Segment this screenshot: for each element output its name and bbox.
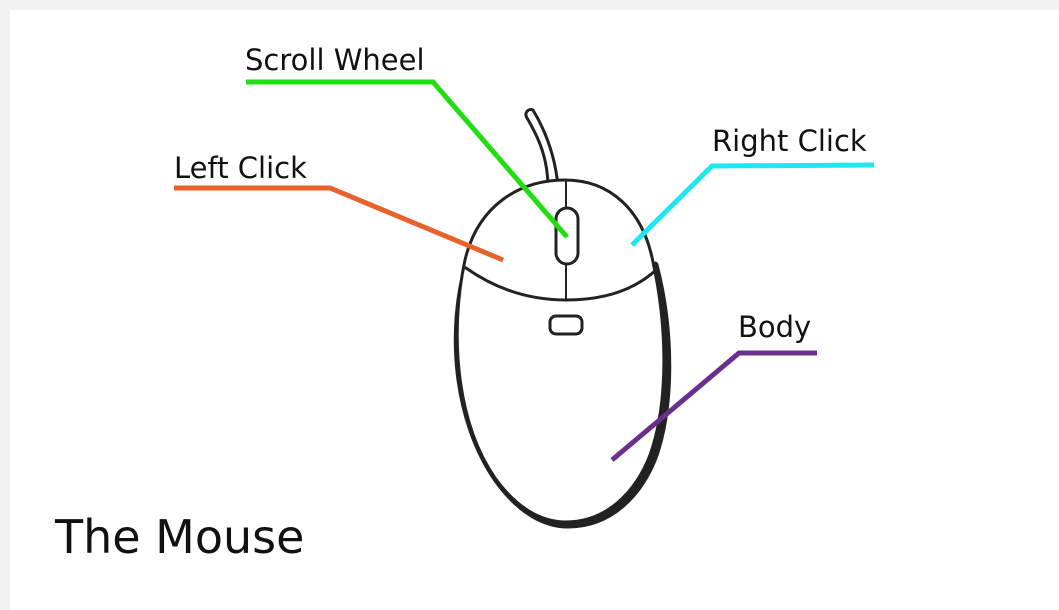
diagram-title: The Mouse — [54, 510, 304, 564]
small-button — [548, 314, 584, 336]
mouse-illustration — [453, 108, 672, 529]
scroll-wheel-label: Scroll Wheel — [245, 43, 425, 77]
left-click-leader-line — [174, 185, 504, 263]
body-label: Body — [738, 310, 811, 344]
right-click-leader-line — [630, 162, 875, 247]
mouse-body-outline — [455, 178, 666, 524]
mouse-cable — [524, 108, 560, 190]
left-click-label: Left Click — [174, 151, 307, 185]
scroll-wheel-leader-line — [246, 79, 569, 239]
body-leader-line — [610, 350, 817, 462]
right-click-label: Right Click — [712, 124, 867, 158]
